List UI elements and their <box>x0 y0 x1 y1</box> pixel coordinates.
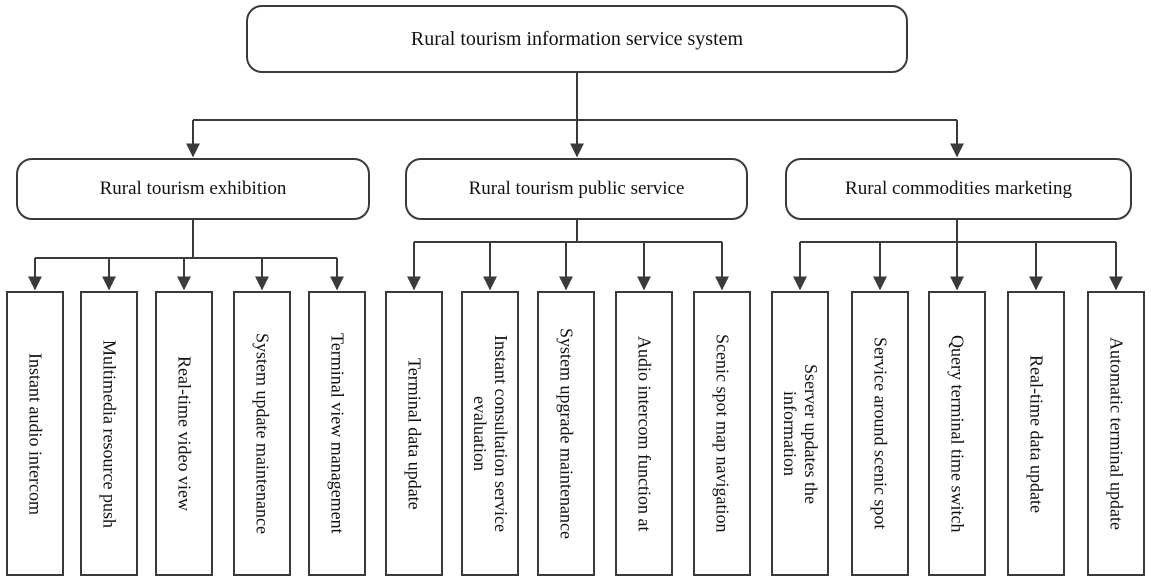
leaf-label: Multimedia resource push <box>99 339 120 528</box>
leaf-label: Instant audio intercom <box>25 352 46 515</box>
leaf-audio-intercom-function: Audio intercom function at <box>615 291 673 576</box>
leaf-server-updates-information: Sserver updates the information <box>771 291 829 576</box>
leaf-instant-audio-intercom: Instant audio intercom <box>6 291 64 576</box>
leaf-real-time-video-view: Real-time video view <box>155 291 213 576</box>
leaf-label: Sserver updates the information <box>780 363 821 504</box>
leaf-label: Real-time data update <box>1026 354 1047 513</box>
leaf-terminal-data-update: Terminal data update <box>385 291 443 576</box>
leaf-label: Terminal view management <box>327 333 348 534</box>
leaf-label: Service around scenic spot <box>870 337 891 530</box>
category-rural-tourism-exhibition: Rural tourism exhibition <box>16 158 370 220</box>
leaf-system-update-maintenance: System update maintenance <box>233 291 291 576</box>
leaf-label: Scenic spot map navigation <box>712 334 733 533</box>
leaf-label: Query terminal time switch <box>947 334 968 533</box>
leaf-terminal-view-management: Terminal view management <box>308 291 366 576</box>
leaf-label: Audio intercom function at <box>634 335 655 532</box>
category-label: Rural commodities marketing <box>845 178 1072 199</box>
category-label: Rural tourism exhibition <box>99 178 287 199</box>
category-rural-tourism-public-service: Rural tourism public service <box>405 158 748 220</box>
category-label: Rural tourism public service <box>468 178 685 199</box>
leaf-label: Automatic terminal update <box>1106 337 1127 530</box>
leaf-label: System update maintenance <box>252 333 273 534</box>
leaf-label: System upgrade maintenance <box>556 328 577 539</box>
leaf-label: Terminal data update <box>404 357 425 510</box>
category-rural-commodities-marketing: Rural commodities marketing <box>785 158 1132 220</box>
leaf-scenic-spot-map-navigation: Scenic spot map navigation <box>693 291 751 576</box>
leaf-system-upgrade-maintenance: System upgrade maintenance <box>537 291 595 576</box>
leaf-label: Instant consultation service evaluation <box>470 335 511 532</box>
root-node: Rural tourism information service system <box>246 5 908 73</box>
leaf-label: Real-time video view <box>174 356 195 511</box>
leaf-real-time-data-update: Real-time data update <box>1007 291 1065 576</box>
leaf-automatic-terminal-update: Automatic terminal update <box>1087 291 1145 576</box>
leaf-query-terminal-time-switch: Query terminal time switch <box>928 291 986 576</box>
root-label: Rural tourism information service system <box>410 27 744 50</box>
leaf-service-around-scenic-spot: Service around scenic spot <box>851 291 909 576</box>
leaf-multimedia-resource-push: Multimedia resource push <box>80 291 138 576</box>
leaf-instant-consultation-service-evaluation: Instant consultation service evaluation <box>461 291 519 576</box>
